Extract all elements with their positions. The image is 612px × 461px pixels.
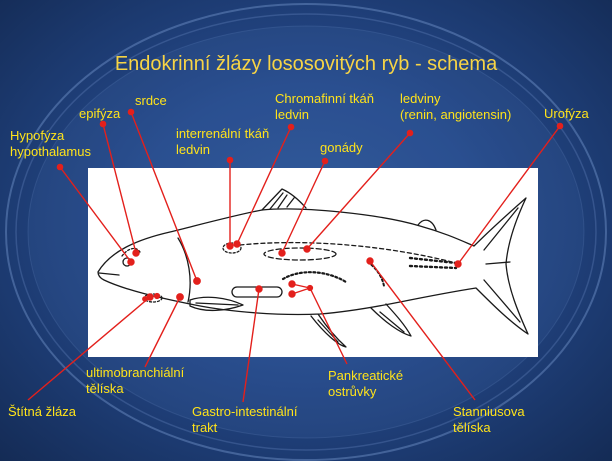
label-chromafinni-line1: Chromafinní tkáň [275, 91, 374, 107]
label-gastrointestinalni-line1: Gastro-intestinální [192, 404, 298, 420]
label-ultimobranchialni-line1: ultimobranchiální [86, 365, 184, 381]
label-ledviny-line1: ledviny [400, 91, 511, 107]
label-interrenalni: interrenální tkáň ledvin [176, 126, 269, 158]
label-epifyza-line1: epifýza [79, 106, 120, 122]
label-ledviny-line2: (renin, angiotensin) [400, 107, 511, 123]
label-stanniusova-line2: tělíska [453, 420, 525, 436]
label-gastrointestinalni-line2: trakt [192, 420, 298, 436]
label-urofyza-line1: Urofýza [544, 106, 589, 122]
label-stitna-zlaza-line1: Štítná žláza [8, 404, 76, 420]
label-pankreaticke-line1: Pankreatické [328, 368, 403, 384]
label-gonady: gonády [320, 140, 363, 156]
label-epifyza: epifýza [79, 106, 120, 122]
label-stitna-zlaza: Štítná žláza [8, 404, 76, 420]
label-pankreaticke-line2: ostrůvky [328, 384, 403, 400]
label-ultimobranchialni: ultimobranchiální tělíska [86, 365, 184, 397]
label-pankreaticke: Pankreatické ostrůvky [328, 368, 403, 400]
label-chromafinni: Chromafinní tkáň ledvin [275, 91, 374, 123]
label-urofyza: Urofýza [544, 106, 589, 122]
label-gonady-line1: gonády [320, 140, 363, 156]
diagram-panel [88, 168, 538, 357]
label-interrenalni-line1: interrenální tkáň [176, 126, 269, 142]
label-chromafinni-line2: ledvin [275, 107, 374, 123]
label-gastrointestinalni: Gastro-intestinální trakt [192, 404, 298, 436]
label-interrenalni-line2: ledvin [176, 142, 269, 158]
label-srdce: srdce [135, 93, 167, 109]
label-stanniusova-line1: Stanniusova [453, 404, 525, 420]
label-stanniusova: Stanniusova tělíska [453, 404, 525, 436]
label-hypofyza: Hypofýza hypothalamus [10, 128, 91, 160]
label-ultimobranchialni-line2: tělíska [86, 381, 184, 397]
label-hypofyza-line2: hypothalamus [10, 144, 91, 160]
label-hypofyza-line1: Hypofýza [10, 128, 91, 144]
label-srdce-line1: srdce [135, 93, 167, 109]
label-ledviny: ledviny (renin, angiotensin) [400, 91, 511, 123]
